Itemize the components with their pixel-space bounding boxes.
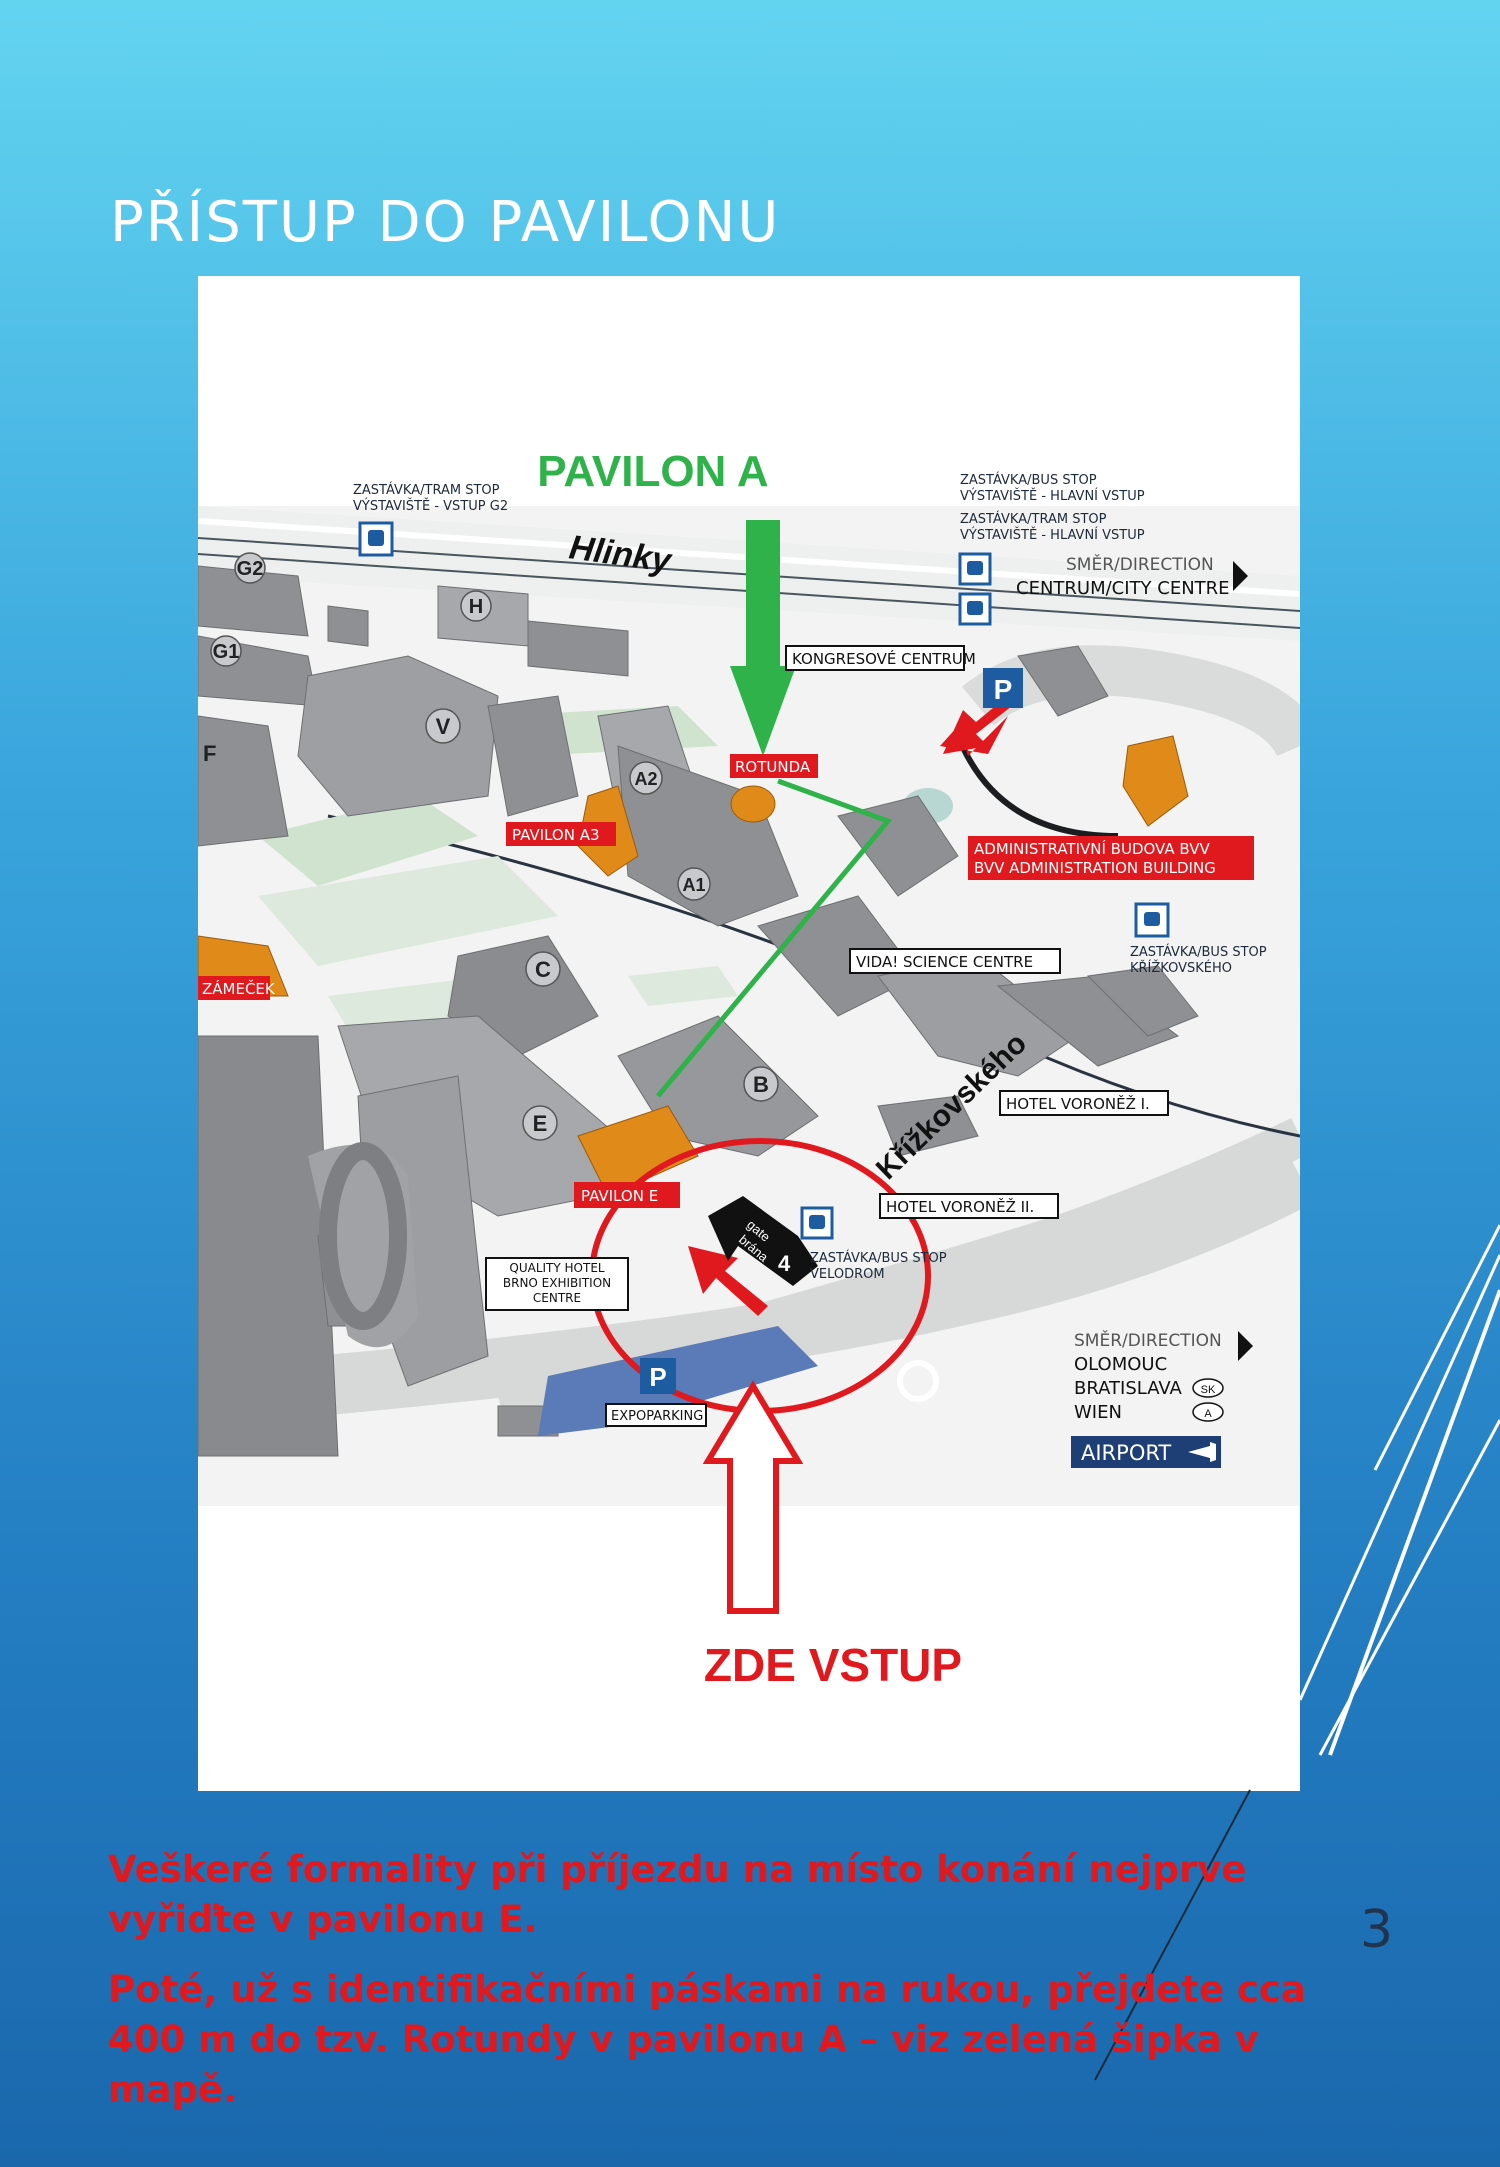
direction-label: CENTRUM/CITY CENTRE — [1016, 578, 1230, 599]
hotel-label: HOTEL VORONĚŽ II. — [886, 1197, 1034, 1216]
plane-icon — [1188, 1442, 1216, 1462]
parking-icon: P — [983, 668, 1023, 708]
gate-4-arrow: gate brána 4 — [708, 1196, 818, 1286]
pavilion-markers: G2 G1 H V F A2 A1 C E B — [203, 552, 779, 1141]
stop-label: ZASTÁVKA/TRAM STOP — [353, 482, 500, 498]
pavilon-a3-label: PAVILON A3 — [512, 826, 600, 844]
red-arrow-icon — [943, 694, 1012, 754]
quality-hotel-label: QUALITY HOTEL — [509, 1261, 605, 1275]
pavilon-e-label: PAVILON E — [581, 1187, 658, 1205]
bus-stop-icon — [800, 1206, 834, 1240]
instructions: Veškeré formality při příjezdu na místo … — [108, 1845, 1308, 2135]
airport-sign: AIRPORT — [1071, 1436, 1221, 1468]
direction-label: OLOMOUC — [1074, 1354, 1167, 1375]
direction-arrow-icon — [1233, 561, 1248, 591]
green-route — [656, 778, 893, 1098]
stop-label: VÝSTAVIŠTĚ - VSTUP G2 — [353, 498, 508, 514]
pavilion-label: G2 — [237, 558, 264, 580]
label-box — [485, 1257, 629, 1311]
stop-label: ZASTÁVKA/BUS STOP — [810, 1250, 947, 1266]
tram-stop-icon — [958, 592, 992, 626]
bus-stop-icon — [958, 552, 992, 586]
pavilion-label: E — [533, 1111, 548, 1136]
parking-letter: P — [994, 674, 1013, 705]
zamecek-label: ZÁMEČEK — [202, 979, 276, 998]
parking-icon: P — [640, 1358, 676, 1394]
expoparking-label: EXPOPARKING — [611, 1409, 703, 1424]
vida-label: VIDA! SCIENCE CENTRE — [856, 953, 1033, 971]
label-box — [605, 1403, 707, 1427]
kongres-label: KONGRESOVÉ CENTRUM — [792, 649, 976, 668]
pavilion-label: A1 — [682, 875, 705, 895]
label-box — [574, 1182, 680, 1208]
stop-label: ZASTÁVKA/TRAM STOP — [960, 511, 1107, 527]
velodrome — [308, 1142, 418, 1348]
direction-arrow-icon — [1238, 1331, 1253, 1361]
pavilion-label: V — [436, 714, 451, 739]
admin-building-label: ADMINISTRATIVNÍ BUDOVA BVV — [974, 839, 1210, 858]
bus-stop-icon — [1134, 902, 1170, 938]
quality-hotel-label: CENTRE — [533, 1291, 581, 1305]
direction-label: WIEN — [1074, 1402, 1122, 1423]
entry-heading: ZDE VSTUP — [704, 1639, 962, 1691]
country-badge: A — [1204, 1408, 1212, 1420]
tram-stop-icon — [358, 521, 394, 557]
green-arrow-icon — [730, 520, 796, 756]
pavilion-label: B — [753, 1072, 769, 1097]
quality-hotel-label: BRNO EXHIBITION — [503, 1276, 611, 1290]
parking-letter: P — [649, 1362, 666, 1392]
stop-label: VÝSTAVIŠTĚ - HLAVNÍ VSTUP — [960, 527, 1145, 543]
label-box — [999, 1090, 1169, 1116]
label-box — [730, 754, 818, 778]
country-badge: SK — [1201, 1384, 1216, 1396]
label-box — [849, 948, 1061, 974]
pavilion-label: F — [203, 741, 216, 766]
pavilion-label: C — [535, 957, 551, 982]
direction-label: SMĚR/DIRECTION — [1074, 1329, 1222, 1351]
page-title: PŘÍSTUP DO PAVILONU — [110, 190, 781, 255]
label-box — [968, 836, 1254, 880]
entry-arrow-icon — [702, 1380, 804, 1614]
stop-label: ZASTÁVKA/BUS STOP — [960, 472, 1097, 488]
admin-building-label: BVV ADMINISTRATION BUILDING — [974, 859, 1216, 877]
stop-label: ZASTÁVKA/BUS STOP — [1130, 944, 1267, 960]
label-box — [506, 822, 616, 846]
pavilion-label: A2 — [634, 769, 657, 789]
buildings — [198, 565, 1199, 1457]
venue-map: G2 G1 H V F A2 A1 C E B gate brána 4 P — [198, 276, 1300, 1791]
instruction-text: Veškeré formality při příjezdu na místo … — [108, 1848, 1247, 1941]
gate-number: 4 — [778, 1251, 791, 1276]
page-number: 3 — [1360, 1900, 1394, 1960]
pavilion-label: G1 — [213, 641, 240, 663]
stop-label: VELODROM — [810, 1267, 885, 1282]
label-box — [198, 976, 270, 1000]
pavilon-a-heading: PAVILON A — [537, 447, 768, 496]
red-arrow-icon — [688, 1246, 768, 1316]
pavilion-label: H — [469, 596, 483, 618]
label-box — [785, 645, 965, 671]
stop-label: VÝSTAVIŠTĚ - HLAVNÍ VSTUP — [960, 488, 1145, 504]
hotel-label: HOTEL VORONĚŽ I. — [1006, 1094, 1150, 1113]
direction-label: BRATISLAVA — [1074, 1378, 1183, 1399]
airport-label: AIRPORT — [1081, 1441, 1171, 1465]
direction-label: SMĚR/DIRECTION — [1066, 553, 1214, 575]
rotunda-label: ROTUNDA — [735, 758, 811, 776]
label-box — [879, 1193, 1059, 1219]
instruction-text: Poté, už s identifikačními páskami na ru… — [108, 1968, 1306, 2111]
stop-label: KŘÍŽKOVSKÉHO — [1130, 960, 1232, 976]
